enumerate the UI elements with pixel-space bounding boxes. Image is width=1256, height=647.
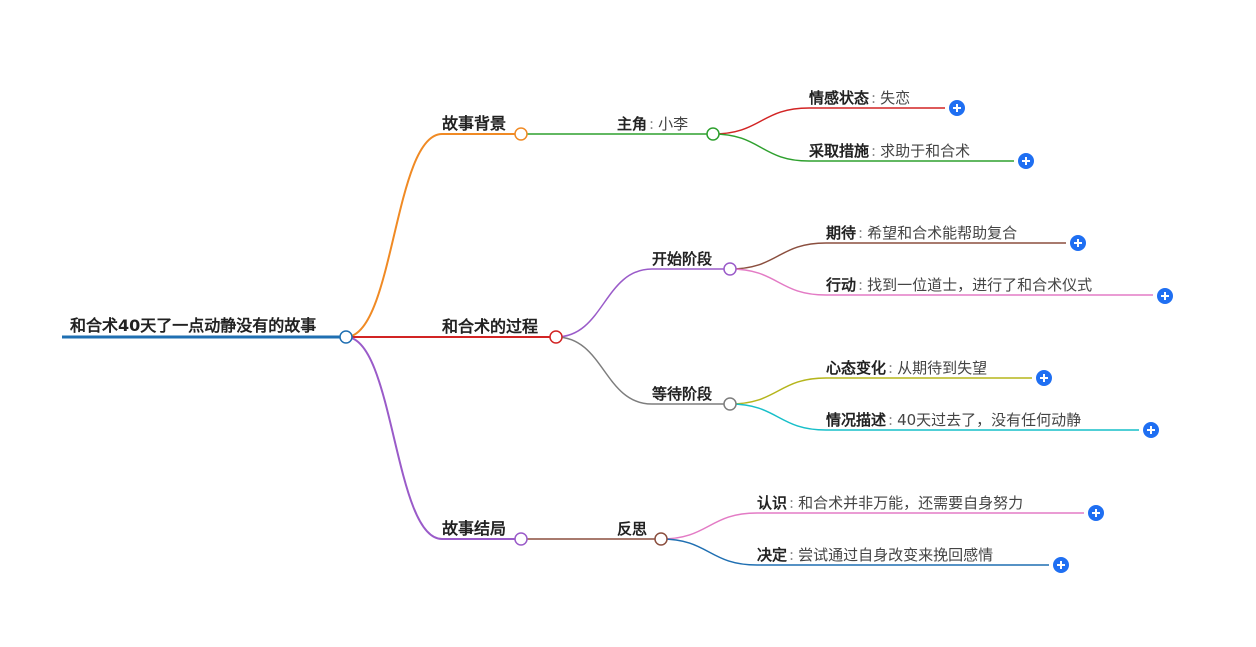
connector-decision — [660, 538, 758, 566]
leaf-decision-key: 决定 — [757, 546, 788, 564]
node-protagonist-value: 小李 — [658, 115, 689, 133]
leaf-action[interactable]: 行动:找到一位道士，进行了和合术仪式 — [826, 276, 1093, 294]
branch-hehe-process[interactable]: 和合术的过程 — [442, 317, 539, 336]
leaf-action-value: 找到一位道士，进行了和合术仪式 — [867, 276, 1093, 294]
leaf-expectation-key: 期待 — [826, 224, 857, 242]
start-stage-collapse-dot[interactable] — [723, 262, 737, 276]
leaf-mood-change-key: 心态变化 — [826, 359, 887, 377]
leaf-measure[interactable]: 采取措施:求助于和合术 — [809, 142, 971, 160]
connector-start-stage — [555, 268, 653, 338]
leaf-cognition-value: 和合术并非万能，还需要自身努力 — [798, 494, 1024, 512]
root-collapse-dot[interactable] — [339, 330, 353, 344]
connector-cognition — [660, 512, 758, 540]
leaf-mood-change[interactable]: 心态变化:从期待到失望 — [826, 359, 988, 377]
leaf-decision[interactable]: 决定:尝试通过自身改变来挽回感情 — [757, 546, 994, 564]
branch-story-background[interactable]: 故事背景 — [442, 114, 507, 133]
leaf-expectation-value: 希望和合术能帮助复合 — [867, 224, 1018, 242]
leaf-emotion-state[interactable]: 情感状态:失恋 — [809, 89, 911, 107]
leaf-expectation[interactable]: 期待:希望和合术能帮助复合 — [826, 224, 1018, 242]
node-reflection[interactable]: 反思 — [617, 519, 647, 539]
leaf-measure-key: 采取措施 — [809, 142, 870, 160]
root-topic[interactable]: 和合术40天了一点动静没有的故事 — [70, 316, 317, 335]
leaf-action-key: 行动 — [826, 276, 857, 294]
node-wait-stage[interactable]: 等待阶段 — [652, 384, 712, 404]
connector-action — [729, 268, 827, 296]
leaf-measure-value: 求助于和合术 — [880, 142, 971, 160]
leaf-mood-change-value: 从期待到失望 — [897, 359, 988, 377]
background-collapse-dot[interactable] — [514, 127, 528, 141]
connector-situation — [729, 403, 827, 431]
leaf-situation-key: 情况描述 — [826, 411, 887, 429]
leaf-situation[interactable]: 情况描述:40天过去了，没有任何动静 — [826, 411, 1082, 429]
leaf-cognition[interactable]: 认识:和合术并非万能，还需要自身努力 — [757, 494, 1024, 512]
leaf-emotion-state-value: 失恋 — [880, 89, 911, 107]
leaf-emotion-state-key: 情感状态 — [809, 89, 870, 107]
node-start-stage[interactable]: 开始阶段 — [652, 249, 712, 269]
connector-ending — [345, 336, 443, 540]
node-reflection-key: 反思 — [617, 520, 648, 538]
connector-wait-stage — [555, 336, 653, 405]
node-protagonist[interactable]: 主角:小李 — [617, 115, 689, 133]
connector-measure — [712, 133, 810, 162]
leaf-cognition-key: 认识 — [757, 494, 788, 512]
node-start-stage-key: 开始阶段 — [652, 250, 713, 268]
connector-background — [345, 133, 443, 338]
node-protagonist-key: 主角 — [617, 115, 648, 133]
connector-expect — [729, 242, 827, 270]
leaf-situation-value: 40天过去了，没有任何动静 — [897, 411, 1082, 429]
leaf-decision-value: 尝试通过自身改变来挽回感情 — [798, 546, 994, 564]
reflection-collapse-dot[interactable] — [654, 532, 668, 546]
wait-stage-collapse-dot[interactable] — [723, 397, 737, 411]
connector-mood — [729, 377, 827, 405]
process-collapse-dot[interactable] — [549, 330, 563, 344]
connector-emotion — [712, 107, 810, 135]
node-wait-stage-key: 等待阶段 — [652, 385, 713, 403]
branch-story-ending[interactable]: 故事结局 — [442, 519, 507, 538]
ending-collapse-dot[interactable] — [514, 532, 528, 546]
protagonist-collapse-dot[interactable] — [706, 127, 720, 141]
